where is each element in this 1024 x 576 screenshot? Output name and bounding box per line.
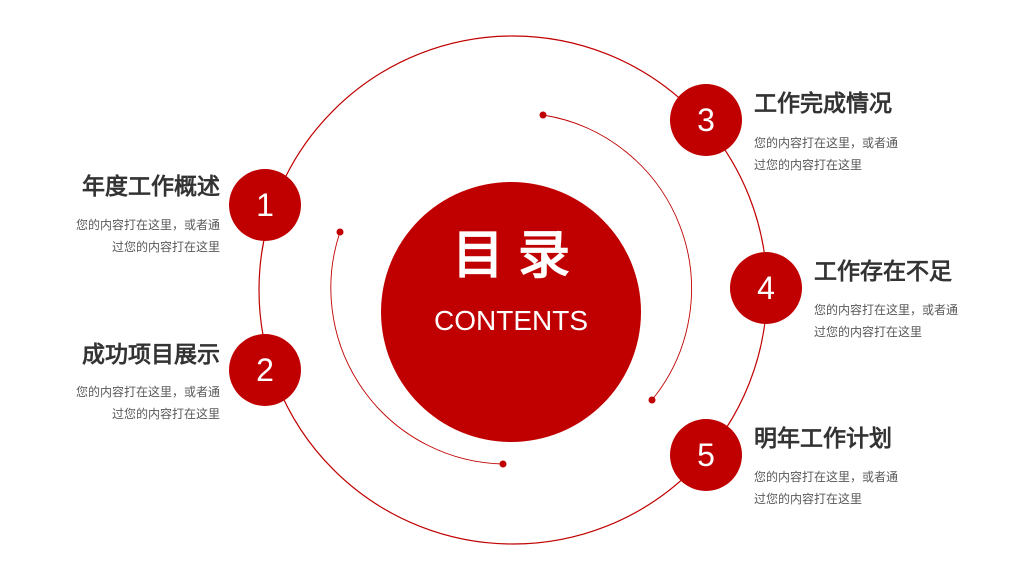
item-4-desc-line2: 过您的内容打在这里 (814, 325, 923, 339)
item-1-title[interactable]: 年度工作概述 (82, 174, 220, 200)
item-1-desc-line1: 您的内容打在这里，或者通 (75, 218, 220, 232)
item-5-desc-line2: 过您的内容打在这里 (754, 492, 863, 506)
item-3-title[interactable]: 工作完成情况 (754, 91, 892, 117)
item-3-desc-line1: 您的内容打在这里，或者通 (754, 136, 899, 150)
item-2-title[interactable]: 成功项目展示 (82, 342, 220, 368)
item-4-number-badge[interactable]: 4 (730, 252, 802, 324)
center-title: 目录 (451, 226, 584, 286)
item-4-desc-line1: 您的内容打在这里，或者通 (814, 303, 959, 317)
arc-endpoint-dot (539, 111, 547, 119)
arc-endpoint-dot (336, 228, 344, 236)
item-5-desc-line1: 您的内容打在这里，或者通 (754, 470, 899, 484)
inner-arc-right (542, 114, 692, 401)
center-disc: 目录 CONTENTS (381, 182, 641, 442)
item-5-number-badge[interactable]: 5 (670, 419, 742, 491)
item-4-title[interactable]: 工作存在不足 (814, 259, 952, 285)
item-2-desc-line1: 您的内容打在这里，或者通 (75, 385, 220, 399)
arc-endpoint-dot (499, 460, 507, 468)
item-3-desc-line2: 过您的内容打在这里 (754, 158, 863, 172)
item-2-number-badge[interactable]: 2 (229, 334, 301, 406)
item-5-title[interactable]: 明年工作计划 (754, 426, 892, 452)
arc-endpoint-dot (648, 396, 656, 404)
inner-arc-left (330, 231, 504, 465)
center-subtitle: CONTENTS (434, 305, 588, 336)
item-2-desc-line2: 过您的内容打在这里 (111, 407, 220, 421)
item-3-number-badge[interactable]: 3 (670, 84, 742, 156)
item-1-number-badge[interactable]: 1 (229, 169, 301, 241)
item-1-desc-line2: 过您的内容打在这里 (111, 240, 220, 254)
